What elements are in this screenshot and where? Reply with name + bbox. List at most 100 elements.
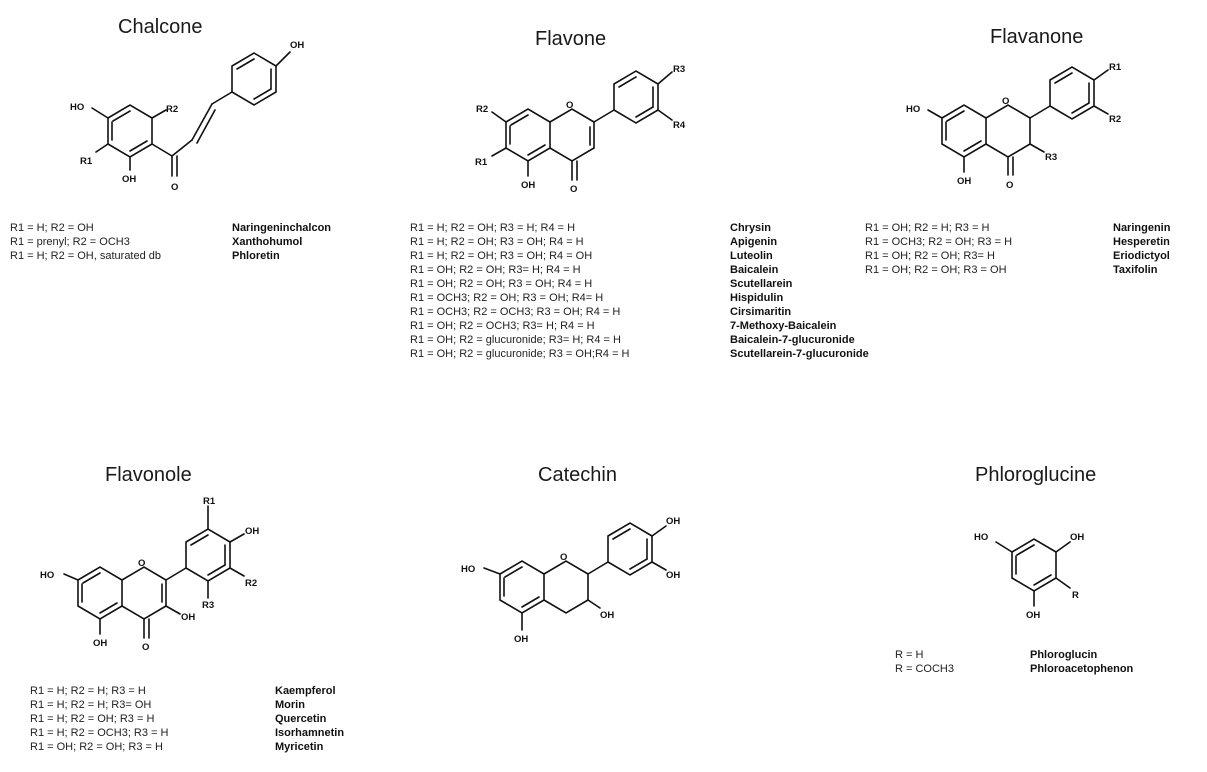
substituent-formula: R1 = H; R2 = OH; R3 = H; R4 = H — [410, 222, 576, 234]
flavonole-atom-r2: R2 — [245, 578, 257, 589]
substituent-formula: R1 = OH; R2 = OCH3; R3= H; R4 = H — [410, 320, 595, 332]
flavone-atom-r4: R4 — [673, 120, 686, 131]
compound-name: Apigenin — [730, 236, 778, 248]
flavonole-structure: R1 OH HO O R2 R3 OH OH O — [0, 0, 400, 772]
chalcone-atom-r1: R1 — [80, 156, 93, 167]
flavone-svg: R3 R2 O R4 R1 OH O — [475, 64, 686, 195]
compound-name: Phloroacetophenon — [1030, 663, 1134, 675]
table-row: R1 = H; R2 = OH, saturated db Phloretin — [10, 249, 331, 263]
table-row: R1 = H; R2 = OH; R3 = OH; R4 = OH Luteoli… — [410, 249, 869, 263]
table-row: R1 = OH; R2 = OH; R3 = OH Taxifolin — [865, 263, 1170, 277]
substituent-formula: R1 = OH; R2 = OH; R3 = H — [30, 741, 163, 753]
table-row: R1 = OCH3; R2 = OH; R3 = H Hesperetin — [865, 235, 1170, 249]
chalcone-atom-oh: OH — [122, 174, 136, 185]
compound-name: Morin — [275, 699, 305, 711]
compound-name: Naringeninchalcon — [232, 222, 332, 234]
table-row: R1 = OH; R2 = OH; R3= H; R4 = H Baicalein — [410, 263, 869, 277]
substituent-formula: R = COCH3 — [895, 663, 954, 675]
compound-name: Scutellarein — [730, 278, 793, 290]
flavone-atom-r3: R3 — [673, 64, 685, 75]
substituent-formula: R1 = OCH3; R2 = OH; R3 = H — [865, 236, 1013, 248]
compound-name: Xanthohumol — [232, 236, 303, 248]
substituent-formula: R1 = OH; R2 = glucuronide; R3 = OH;R4 = … — [410, 348, 630, 360]
compound-name: Eriodictyol — [1113, 250, 1170, 262]
compound-name: Scutellarein-7-glucuronide — [730, 348, 869, 360]
flavanone-atom-o: O — [1006, 180, 1013, 191]
flavanone-atom-r3: R3 — [1045, 152, 1057, 163]
compound-name: Baicalein — [730, 264, 779, 276]
table-row: R = COCH3 Phloroacetophenon — [895, 662, 1133, 676]
chalcone-atom-ho: HO — [70, 102, 84, 113]
flavonole-atom-5oh: OH — [93, 638, 107, 649]
table-row: R1 = H; R2 = OH; R3 = OH; R4 = H Apigenin — [410, 235, 869, 249]
substituent-formula: R1 = H; R2 = H; R3 = H — [30, 685, 146, 697]
table-row: R1 = OH; R2 = glucuronide; R3 = OH;R4 = … — [410, 347, 869, 361]
table-row: R1 = OH; R2 = OH; R3= H Eriodictyol — [865, 249, 1170, 263]
compound-name: Quercetin — [275, 713, 327, 725]
compound-name: Chrysin — [730, 222, 771, 234]
catechin-atom-3oh: OH — [600, 610, 614, 621]
flavonole-svg: R1 OH HO O R2 R3 OH OH O — [40, 496, 259, 653]
compound-name: Hispidulin — [730, 292, 784, 304]
substituent-formula: R1 = OH; R2 = OH; R3= H; R4 = H — [410, 264, 581, 276]
substituent-formula: R = H — [895, 649, 924, 661]
chalcone-structure: OH HO R2 R1 OH O — [0, 0, 400, 220]
table-row: R1 = H; R2 = OH; R3 = H Quercetin — [30, 712, 344, 726]
flavonole-title: Flavonole — [105, 464, 192, 486]
substituent-formula: R1 = H; R2 = OH; R3 = OH; R4 = OH — [410, 250, 593, 262]
phloroglucine-atom-oh: OH — [1070, 532, 1084, 543]
flavanone-atom-ring-o: O — [1002, 96, 1009, 107]
flavone-atom-oh: OH — [521, 180, 535, 191]
chalcone-title: Chalcone — [118, 16, 203, 38]
compound-name: Hesperetin — [1113, 236, 1170, 248]
substituent-formula: R1 = H; R2 = OH; R3 = OH; R4 = H — [410, 236, 584, 248]
flavone-structure: R3 R2 O R4 R1 OH O — [0, 0, 1207, 220]
compound-name: 7-Methoxy-Baicalein — [730, 320, 837, 332]
catechin-atom-ring-o: O — [560, 552, 567, 563]
compound-name: Luteolin — [730, 250, 773, 262]
flavanone-structure: R1 HO O R2 R3 OH O — [0, 0, 1207, 220]
catechin-title: Catechin — [538, 464, 617, 486]
substituent-formula: R1 = H; R2 = OCH3; R3 = H — [30, 727, 169, 739]
chalcone-svg: OH HO R2 R1 OH O — [70, 40, 304, 193]
substituent-formula: R1 = OH; R2 = glucuronide; R3= H; R4 = H — [410, 334, 621, 346]
substituent-formula: R1 = H; R2 = OH; R3 = H — [30, 713, 155, 725]
flavone-atom-ring-o: O — [566, 100, 573, 111]
chalcone-atom-o: O — [171, 182, 178, 193]
phloroglucine-title: Phloroglucine — [975, 464, 1097, 486]
compound-name: Phloretin — [232, 250, 280, 262]
substituent-formula: R1 = OCH3; R2 = OCH3; R3 = OH; R4 = H — [410, 306, 621, 318]
catechin-atom-5oh: OH — [514, 634, 528, 645]
phloroglucine-atom-r: R — [1072, 590, 1079, 601]
substituent-formula: R1 = OH; R2 = OH; R3= H — [865, 250, 995, 262]
table-row: R1 = H; R2 = H; R3 = H Kaempferol — [30, 684, 344, 698]
table-row: R1 = OH; R2 = OCH3; R3= H; R4 = H 7-Metho… — [410, 319, 869, 333]
compound-name: Baicalein-7-glucuronide — [730, 334, 855, 346]
table-row: R1 = OH; R2 = glucuronide; R3= H; R4 = H… — [410, 333, 869, 347]
catechin-atom-4oh: OH — [666, 516, 680, 527]
flavanone-atom-oh: OH — [957, 176, 971, 187]
flavonole-atom-o: O — [142, 642, 149, 653]
flavanone-atom-r1: R1 — [1109, 62, 1122, 73]
compound-name: Taxifolin — [1113, 264, 1158, 276]
flavonole-atom-r3: R3 — [202, 600, 214, 611]
phloroglucine-atom-ho: HO — [974, 532, 988, 543]
substituent-formula: R1 = H; R2 = OH, saturated db — [10, 250, 162, 262]
compound-name: Kaempferol — [275, 685, 336, 697]
phloroglucine-atom-oh-bottom: OH — [1026, 610, 1040, 621]
flavanone-svg: R1 HO O R2 R3 OH O — [906, 62, 1122, 191]
flavone-title: Flavone — [535, 28, 607, 50]
substituent-formula: R1 = OH; R2 = OH; R3 = OH — [865, 264, 1007, 276]
